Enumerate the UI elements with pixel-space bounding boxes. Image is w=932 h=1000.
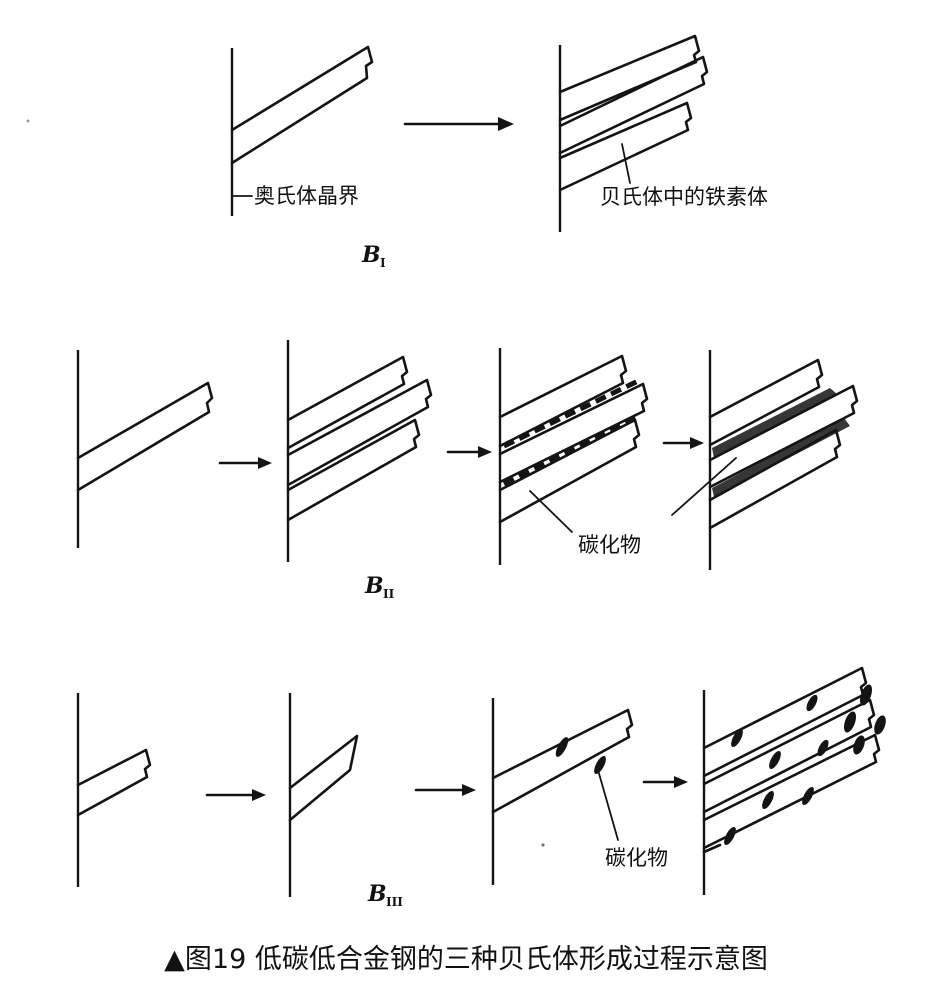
row-b2: 碳化物 B II [76,340,859,601]
ferrite-lath [76,381,214,492]
ferrite-lath [230,45,374,165]
row-b3: 碳化物 [76,666,886,909]
ferrite-lath [286,418,421,522]
ferrite-lath [286,355,409,450]
ferrite-lath [498,382,649,484]
carbide-label: 碳化物 [605,846,668,870]
ferrite-lath [76,748,152,817]
b3-panel-2 [288,693,359,897]
leader-line [671,457,737,516]
carbide-film [502,415,638,487]
carbide-particle [594,755,606,775]
grain-boundary-label: 奥氏体晶界 [254,184,359,208]
ferrite-lath [702,733,881,850]
svg-text:III: III [386,895,403,909]
b1-panel-1: 奥氏体晶界 [230,45,374,216]
ferrite-lath [558,55,709,155]
ferrite-lath [702,843,722,854]
stage-label-b3: B III [367,881,403,909]
svg-text:B: B [364,573,384,599]
leader-line [529,490,573,533]
b3-arrow-3 [642,776,688,788]
svg-text:B: B [361,242,381,268]
scan-dot [26,119,30,123]
b2-panel-1 [76,350,214,548]
carbide-particle [555,737,569,757]
b3-panel-3: 碳化物 [491,698,668,885]
b2-panel-4 [671,350,859,570]
svg-text:B: B [367,881,387,907]
stage-label-b1: B I [361,242,386,270]
carbide-label: 碳化物 [578,533,641,557]
ferrite-label: 贝氏体中的铁素体 [600,185,768,209]
leader-line [597,769,619,841]
b3-arrow-2 [414,784,476,796]
b2-arrow-3 [662,437,704,449]
carbide-particles [724,684,886,846]
carbide-film [502,377,642,449]
carbide-film [712,418,850,497]
svg-text:II: II [383,587,395,601]
ferrite-lath [498,354,628,448]
b2-panel-2 [286,340,433,562]
ferrite-lath [702,698,876,814]
scan-dot [541,843,545,847]
ferrite-lath [702,666,868,778]
ferrite-lath [491,708,634,814]
ferrite-lath [286,378,433,487]
leader-line [621,143,631,184]
b2-arrow-2 [446,446,492,458]
b2-arrow-1 [218,457,272,469]
b1-arrow [403,117,514,131]
ferrite-lath [288,734,359,822]
row-b1: 奥氏体晶界 贝氏体中的铁素体 B I [230,34,768,270]
stage-label-b2: B II [364,573,395,601]
ferrite-lath [708,384,859,489]
carbide-film [712,388,838,458]
figure-caption: ▲图19 低碳低合金钢的三种贝氏体形成过程示意图 [164,944,768,975]
b3-arrow-1 [205,789,266,801]
b2-panel-3: 碳化物 [498,348,649,565]
svg-text:I: I [380,256,386,270]
b1-panel-2: 贝氏体中的铁素体 [558,34,768,232]
b3-panel-1 [76,693,152,887]
b3-panel-4 [702,666,886,895]
ferrite-lath [708,358,824,447]
ferrite-lath [558,101,693,192]
